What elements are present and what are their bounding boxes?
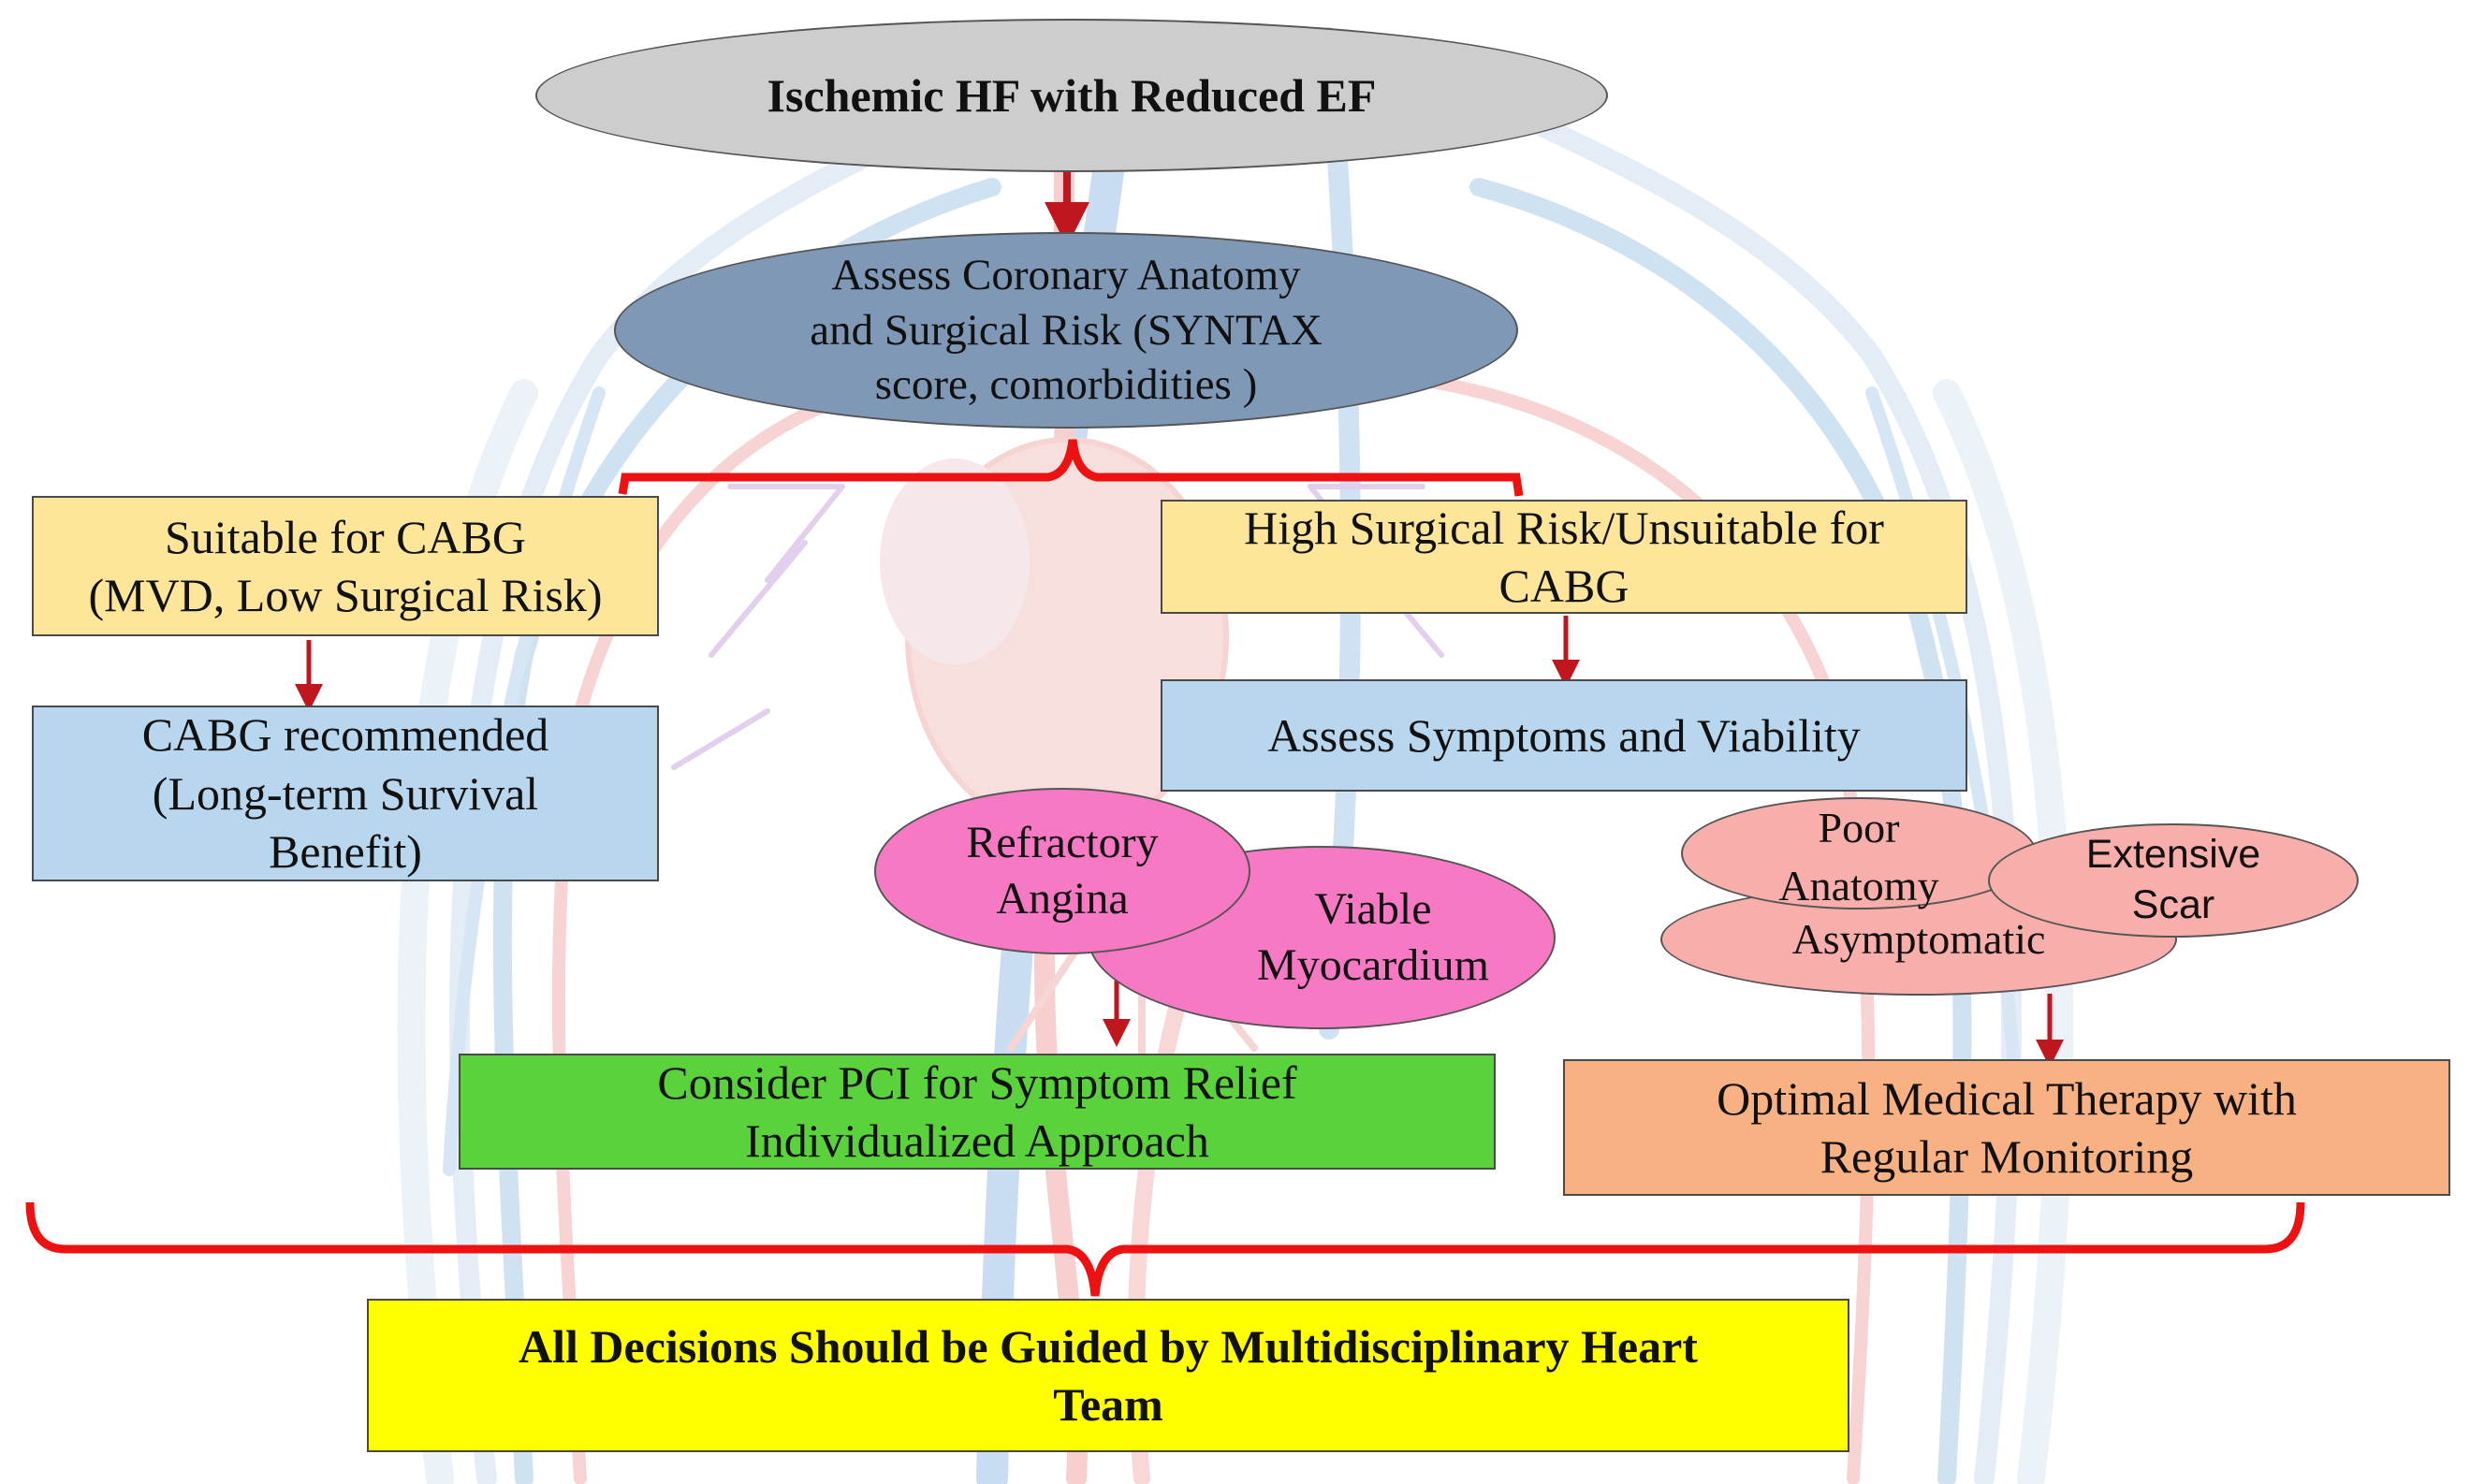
node-heart-team-line2: Team: [1053, 1378, 1163, 1431]
node-ischemic-hf-label: Ischemic HF with Reduced EF: [767, 68, 1377, 122]
node-cabg-recommended-line3: Benefit): [269, 825, 422, 879]
node-refractory-angina-line2: Angina: [996, 874, 1129, 924]
node-extensive-scar-line2: Scar: [2131, 882, 2215, 927]
node-asymptomatic-label: Asymptomatic: [1791, 915, 2046, 964]
node-poor-anatomy: Poor Anatomy: [1681, 797, 2037, 909]
node-assess-symptoms: Assess Symptoms and Viability: [1161, 679, 1967, 792]
node-heart-team: All Decisions Should be Guided by Multid…: [367, 1299, 1849, 1452]
node-ischemic-hf: Ischemic HF with Reduced EF: [535, 19, 1608, 172]
node-poor-anatomy-line2: Anatomy: [1778, 862, 1939, 910]
node-assess-anatomy: Assess Coronary Anatomy and Surgical Ris…: [614, 232, 1518, 429]
node-assess-anatomy-line2: and Surgical Risk (SYNTAX: [810, 305, 1323, 355]
node-assess-symptoms-label: Assess Symptoms and Viability: [1267, 708, 1861, 762]
node-consider-pci: Consider PCI for Symptom Relief Individu…: [459, 1054, 1496, 1170]
node-high-surgical-risk-line1: High Surgical Risk/Unsuitable for: [1244, 501, 1884, 554]
node-suitable-cabg-line2: (MVD, Low Surgical Risk): [88, 569, 603, 621]
node-assess-anatomy-line1: Assess Coronary Anatomy: [831, 250, 1301, 299]
bracket-bottom: [25, 1201, 2305, 1297]
node-consider-pci-line2: Individualized Approach: [745, 1114, 1209, 1167]
node-assess-anatomy-line3: score, comorbidities ): [874, 360, 1258, 410]
node-cabg-recommended-line1: CABG recommended: [141, 708, 549, 762]
bracket-branch: [618, 439, 1524, 497]
node-consider-pci-line1: Consider PCI for Symptom Relief: [657, 1055, 1297, 1109]
node-heart-team-line1: All Decisions Should be Guided by Multid…: [519, 1319, 1698, 1373]
node-refractory-angina-line1: Refractory: [966, 818, 1159, 867]
node-extensive-scar-line1: Extensive: [2085, 832, 2261, 878]
node-cabg-recommended-line2: (Long-term Survival: [152, 766, 539, 820]
node-optimal-medical-therapy-line2: Regular Monitoring: [1820, 1130, 2194, 1183]
node-poor-anatomy-line1: Poor: [1818, 804, 1900, 851]
node-refractory-angina: Refractory Angina: [874, 788, 1250, 954]
node-suitable-cabg: Suitable for CABG (MVD, Low Surgical Ris…: [32, 496, 659, 636]
node-extensive-scar: Extensive Scar: [1988, 823, 2359, 938]
node-high-surgical-risk: High Surgical Risk/Unsuitable for CABG: [1161, 500, 1967, 614]
node-optimal-medical-therapy-line1: Optimal Medical Therapy with: [1717, 1071, 2297, 1125]
node-cabg-recommended: CABG recommended (Long-term Survival Ben…: [32, 706, 659, 881]
node-optimal-medical-therapy: Optimal Medical Therapy with Regular Mon…: [1563, 1059, 2450, 1196]
node-viable-myocardium-line2: Myocardium: [1257, 940, 1489, 990]
node-viable-myocardium-line1: Viable: [1314, 884, 1432, 934]
node-high-surgical-risk-line2: CABG: [1498, 560, 1630, 612]
node-suitable-cabg-line1: Suitable for CABG: [164, 510, 527, 563]
